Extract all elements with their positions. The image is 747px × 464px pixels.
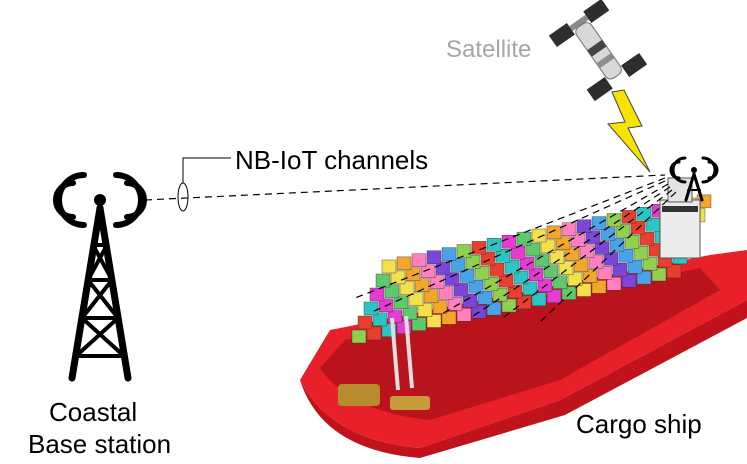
ship-antenna-icon: [669, 156, 719, 202]
satellite-label: Satellite: [446, 36, 532, 63]
channels-callout: [177, 157, 231, 212]
base-station-label-line1: Coastal: [49, 397, 138, 427]
channels-label: NB-IoT channels: [235, 145, 429, 175]
cargo-ship-illustration: [300, 177, 747, 458]
satellite-icon: [548, 0, 648, 102]
lightning-bolt-icon: [606, 89, 651, 173]
nb-iot-channel-lines: [144, 174, 677, 323]
base-station-label-line2: Base station: [28, 429, 172, 459]
radio-tower-icon: [53, 172, 147, 382]
ladder-icon: [390, 315, 414, 391]
cargo-ship-label: Cargo ship: [576, 409, 702, 439]
